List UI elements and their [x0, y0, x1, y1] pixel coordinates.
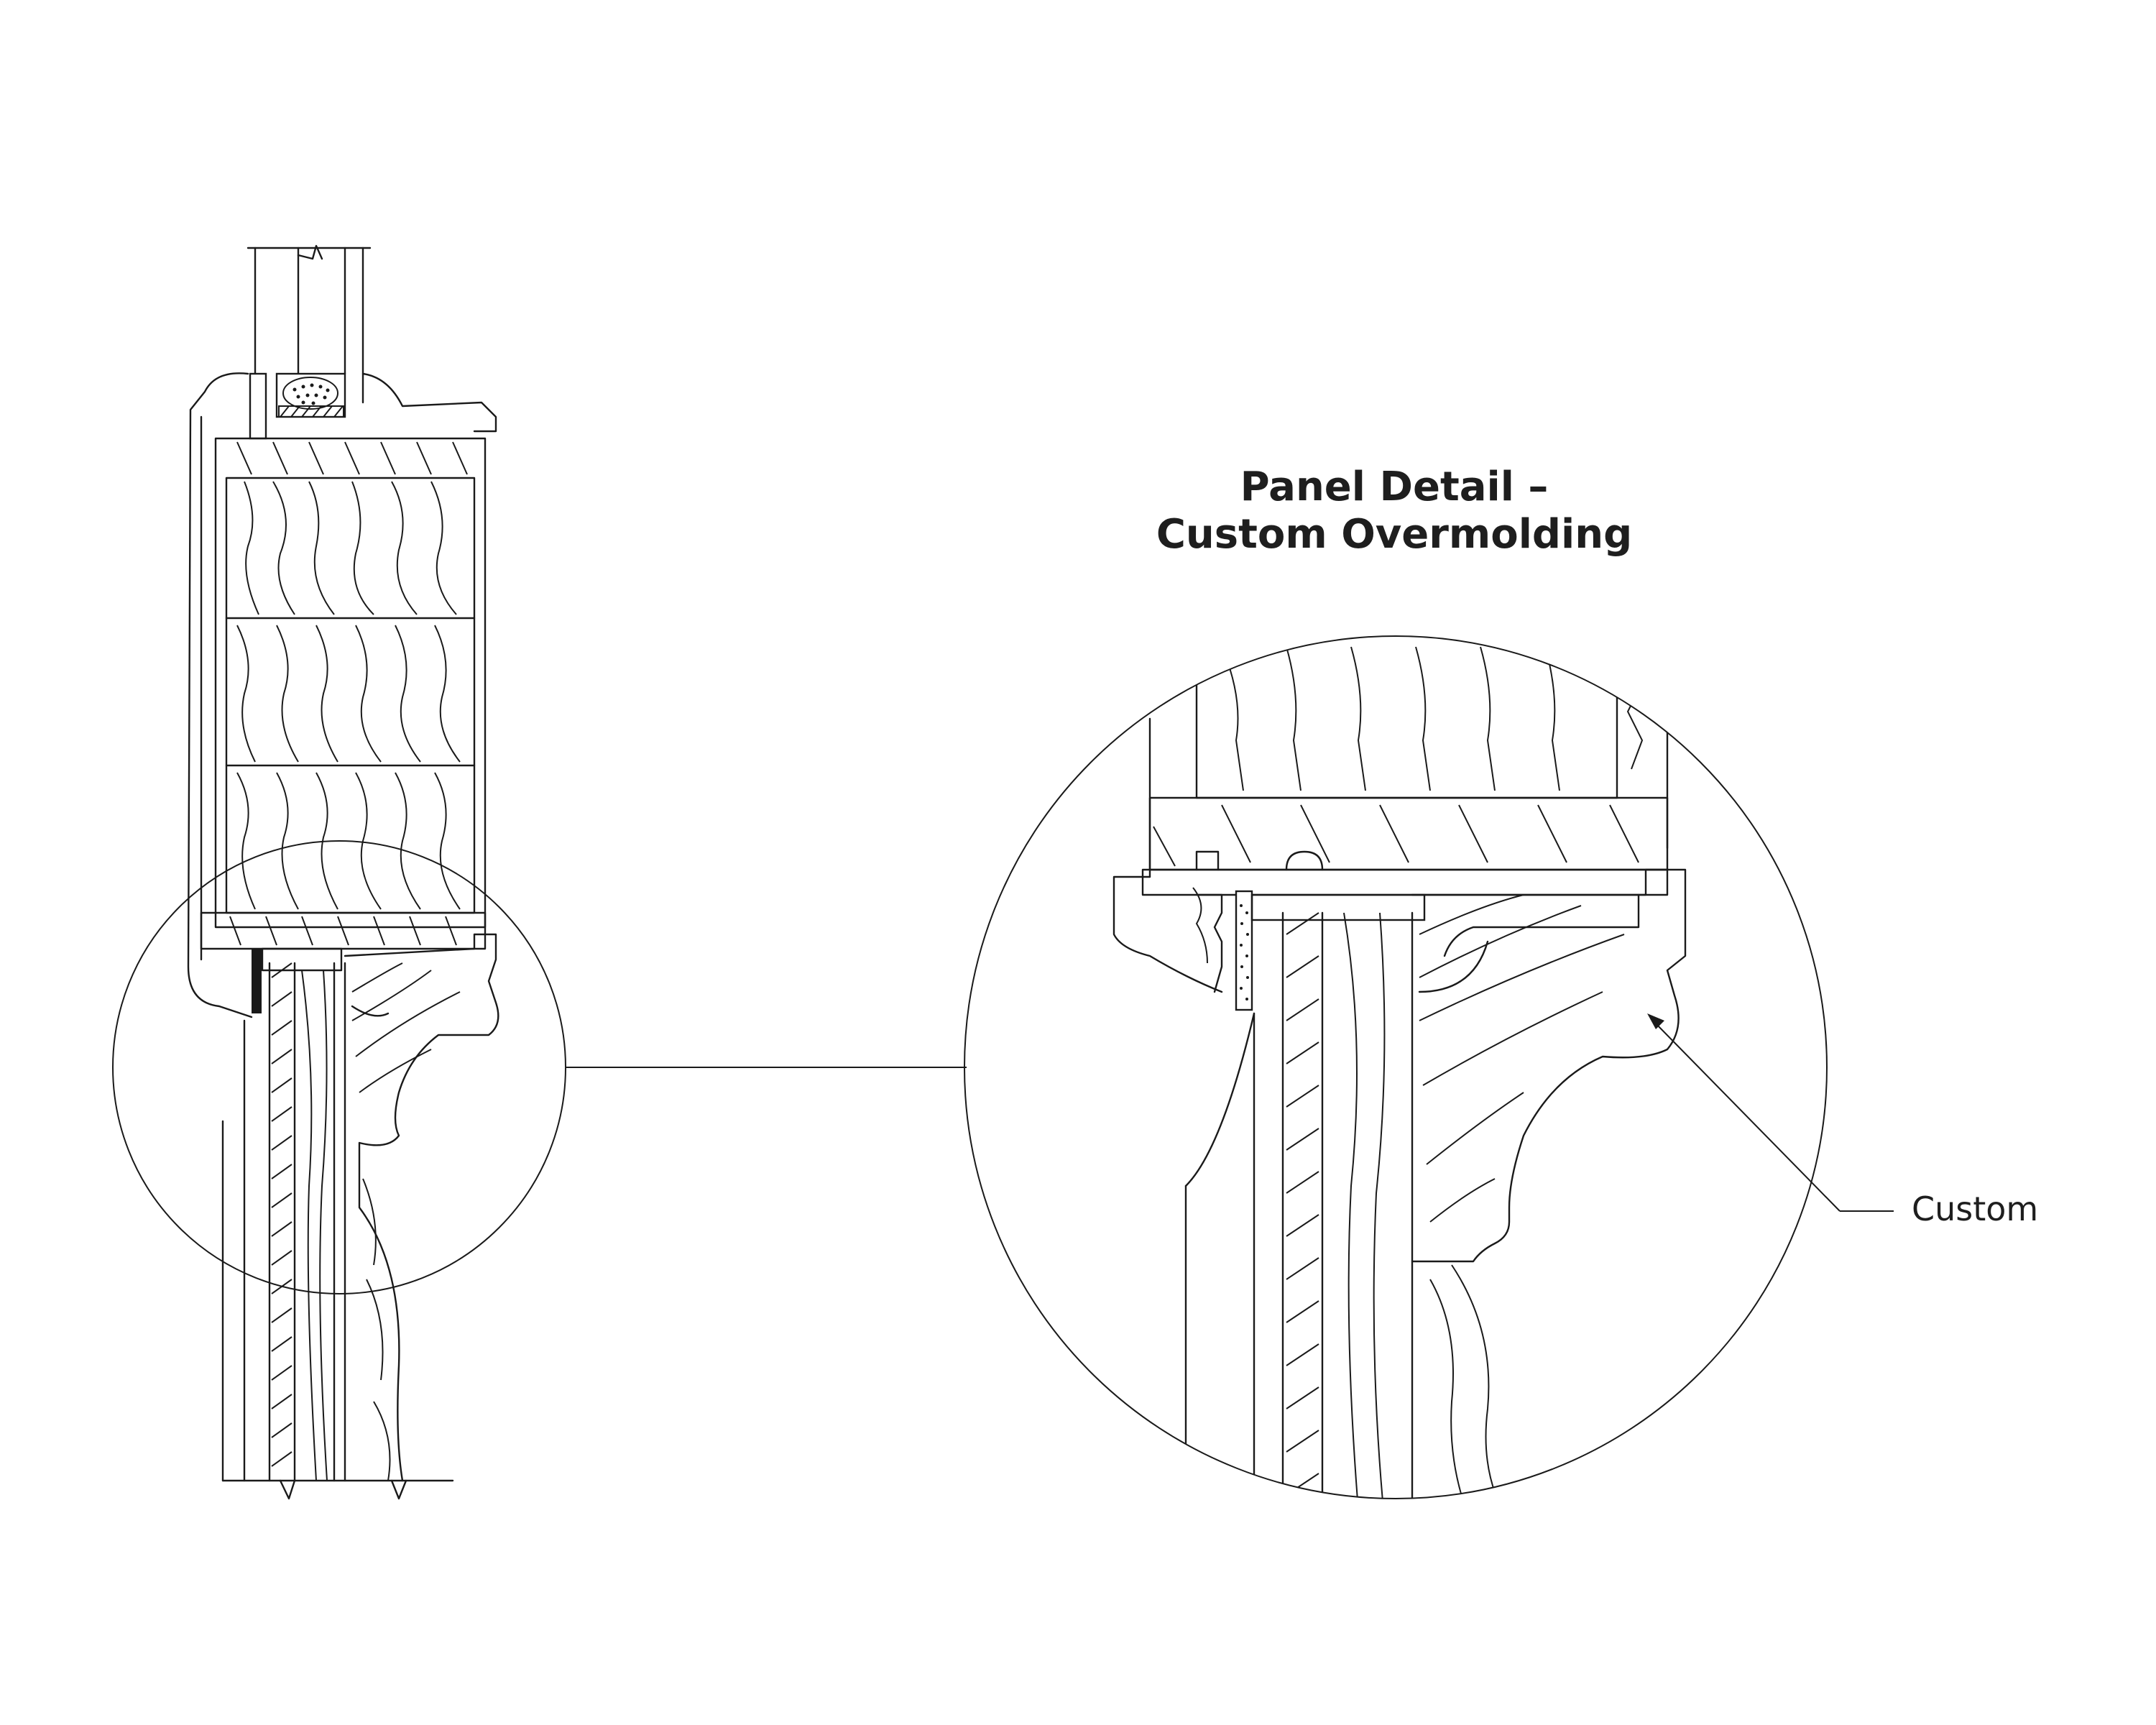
- diagram-title: Panel Detail – Custom Overmolding: [1035, 464, 1754, 558]
- left-section-view: [112, 244, 566, 1500]
- callout-leader-line: [1652, 1020, 1841, 1212]
- enlarged-detail-view: [964, 635, 1894, 1499]
- title-line-1: Panel Detail –: [1240, 464, 1549, 510]
- callout-label: Custom: [1912, 1190, 2039, 1228]
- callout-arrowhead: [1647, 1013, 1664, 1029]
- title-line-2: Custom Overmolding: [1156, 511, 1633, 558]
